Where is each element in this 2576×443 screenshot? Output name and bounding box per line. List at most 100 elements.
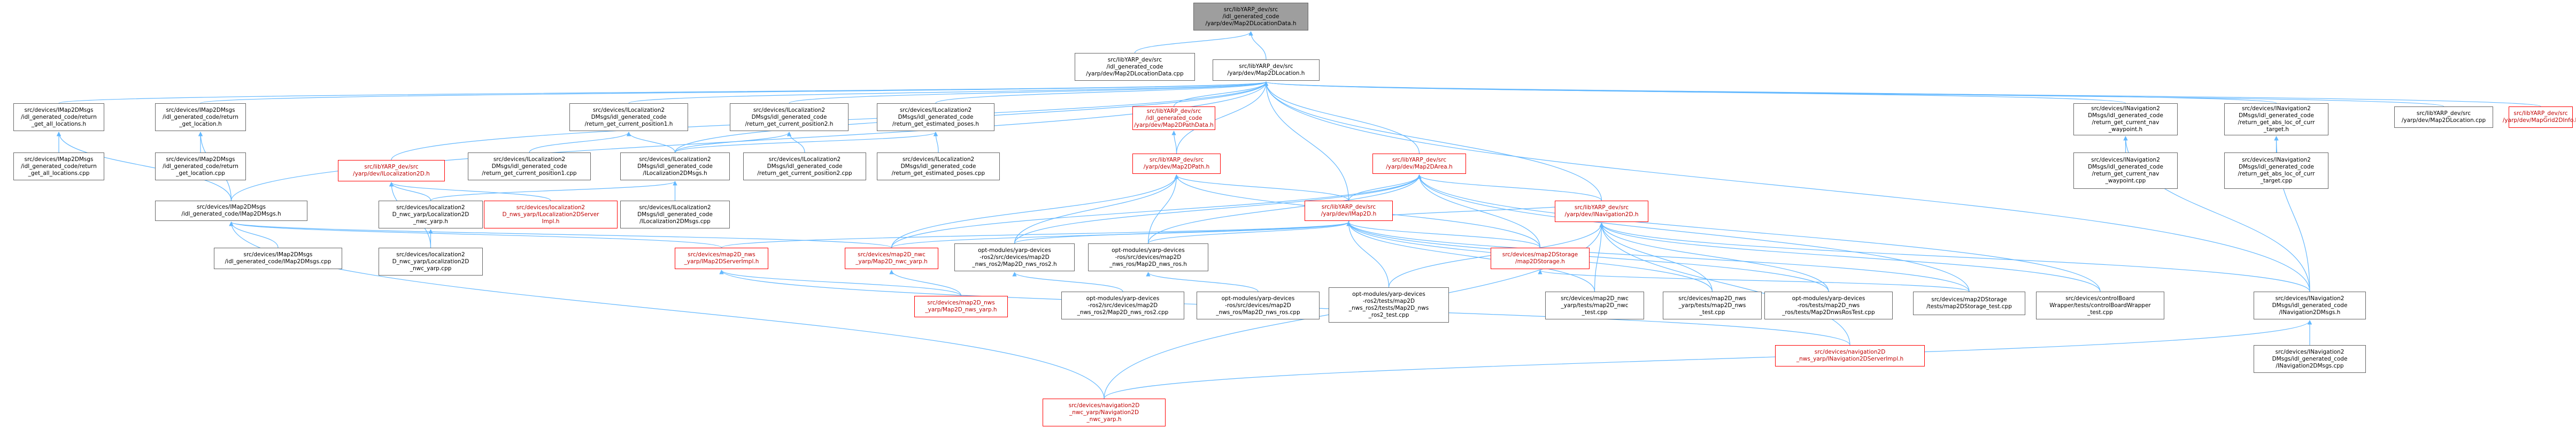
node-label-line: DMsgs/idl_generated_code [2239, 112, 2314, 119]
node-label-line: src/devices/IMap2DMsgs [166, 106, 235, 113]
node-label-line: /return_get_current_nav [2092, 119, 2159, 126]
node-label-line: src/devices/IMap2DMsgs [196, 204, 266, 210]
node-map2dpathdata-h[interactable]: src/libYARP_dev/src/idl_generated_code/y… [1132, 106, 1215, 130]
edge-map2d-nws-yarp-h-to-map2d-nwc-yarp-h [889, 270, 962, 296]
node-label-line: /yarp/dev/Map2DLocationData.h [1205, 20, 1297, 27]
node-label-line: src/devices/localization2 [396, 251, 465, 258]
node-label-line: /tests/map2DStorage_test.cpp [1926, 303, 2012, 310]
node-label-line: /return_get_estimated_poses.cpp [891, 170, 985, 177]
node-map2dstorage-test[interactable]: src/devices/map2DStorage/tests/map2DStor… [1913, 292, 2025, 315]
node-ros2-map2d-nws-ros2-h[interactable]: opt-modules/yarp-devices-ros2/src/device… [954, 243, 1075, 271]
node-label-line: src/devices/map2D_nwc [1561, 295, 1629, 302]
node-label-line: D_nws_yarp/ILocalization2DServer [502, 211, 599, 218]
edge-inavigation2d-h-to-map2darea-h [1417, 174, 1602, 201]
node-map2d-h[interactable]: src/libYARP_dev/src/yarp/dev/IMap2D.h [1305, 201, 1393, 221]
node-nav2d-server-impl[interactable]: src/devices/navigation2D_nws_yarp/INavig… [1775, 345, 1925, 366]
edge-map2dstorage-test-to-map2darea-h [1417, 174, 1970, 292]
node-label-line: src/devices/map2D_nws [1678, 295, 1746, 302]
node-label-line: DMsgs/idl_generated_code [2272, 355, 2348, 362]
edge-ros2-tests-map2d-to-map2d-h [1346, 222, 1390, 288]
edge-inav2dmsgs-h-to-inavigation2d-h [1599, 223, 2310, 292]
node-label-line: /idl_generated_code/IMap2DMsgs.h [181, 211, 281, 217]
edge-nav-cur-wp-h-to-map2dlocation-h [1264, 81, 2126, 104]
node-label-line: _nws_ros/Map2D_nws_ros.h [1109, 261, 1187, 268]
node-label-line: _nws_ros2/Map2D_nws_ros2.cpp [1077, 309, 1169, 316]
node-mapgrid2dinfo-h[interactable]: src/libYARP_dev/src/yarp/dev/MapGrid2DIn… [2503, 106, 2576, 128]
node-ret-get-loc-h[interactable]: src/devices/IMap2DMsgs/idl_generated_cod… [155, 103, 246, 131]
node-nav2d-nwc-yarp-h[interactable]: src/devices/navigation2D_nwc_yarp/Naviga… [1043, 399, 1166, 426]
node-label-line: src/devices/INavigation2 [2242, 157, 2311, 163]
node-label-line: /yarp/dev/Map2DLocation.cpp [2401, 117, 2486, 124]
node-map2d-nws-test[interactable]: src/devices/map2D_nws_yarp/tests/map2D_n… [1663, 292, 1762, 319]
node-ros2-tests-map2d[interactable]: opt-modules/yarp-devices-ros2/tests/map2… [1329, 287, 1449, 323]
node-ros-map2d-nws-ros-h[interactable]: opt-modules/yarp-devices-ros/src/devices… [1088, 243, 1208, 271]
node-label-line: opt-modules/yarp-devices [1352, 291, 1425, 297]
node-inavigation2d-h[interactable]: src/libYARP_dev/src/yarp/dev/INavigation… [1555, 201, 1648, 222]
edge-ros2-map2d-nws-ros2-h-to-map2d-h [1014, 222, 1351, 244]
node-label-line: src/devices/IMap2DMsgs [24, 156, 94, 163]
node-map2dstorage-h[interactable]: src/devices/map2DStorage/map2DStorage.h [1491, 248, 1590, 269]
node-root[interactable]: src/libYARP_dev/src/idl_generated_code/y… [1193, 3, 1308, 30]
edge-ret-est-poses-cpp-to-ret-est-poses-h [933, 132, 939, 153]
edge-imap2dmsgs-h-to-ret-get-all-loc-h [56, 132, 232, 201]
node-label-line: /yarp/dev/Map2DArea.h [1386, 164, 1453, 170]
node-label-line: src/devices/ILocalization2 [493, 156, 566, 163]
node-label-line: src/devices/navigation2D [1814, 349, 1886, 355]
node-map2dpath-h[interactable]: src/libYARP_dev/src/yarp/dev/Map2DPath.h [1132, 154, 1221, 174]
node-map2d-nws-yarp-h[interactable]: src/devices/map2D_nws_yarp/Map2D_nws_yar… [914, 296, 1008, 317]
edge-controlboard-test-to-inavigation2d-h [1599, 223, 2101, 292]
node-imap2dmsgs-h[interactable]: src/devices/IMap2DMsgs/idl_generated_cod… [155, 201, 307, 221]
node-label-line: D_nwc_yarp/Localization2D [392, 258, 469, 265]
node-label-line: _target.h [2263, 126, 2289, 133]
edge-imap2dmsgs-h-to-map2dlocation-h [230, 81, 1269, 201]
node-label-line: src/devices/localization2 [396, 204, 465, 211]
node-ros-tests-map2d[interactable]: opt-modules/yarp-devices-ros/tests/map2D… [1764, 292, 1893, 319]
node-label-line: src/devices/map2DStorage [1502, 251, 1578, 258]
node-ros-map2d-nws-ros-cpp[interactable]: opt-modules/yarp-devices-ros/src/devices… [1197, 292, 1320, 319]
edge-map2d-h-to-map2dlocation-h [1263, 81, 1349, 201]
node-map2dlocation-cpp[interactable]: src/libYARP_dev/src/yarp/dev/Map2DLocati… [2394, 106, 2493, 128]
edge-map2dstorage-test-to-map2d-h [1346, 222, 1970, 292]
node-ilocalization2d-h[interactable]: src/libYARP_dev/src/yarp/dev/ILocalizati… [338, 160, 445, 181]
node-label-line: src/devices/map2D_nws [688, 251, 755, 258]
node-ret-get-loc-cpp[interactable]: src/devices/IMap2DMsgs/idl_generated_cod… [155, 152, 246, 180]
node-ros2-map2d-nws-ros2-cpp[interactable]: opt-modules/yarp-devices-ros2/src/device… [1061, 292, 1184, 319]
node-label-line: DMsgs/idl_generated_code [2088, 112, 2163, 119]
edge-map2dlocation-h-to-root [1248, 31, 1267, 60]
edge-iloc2dmsgs-h-to-ret-est-poses-h [674, 132, 938, 153]
node-imap2dmsgs-cpp[interactable]: src/devices/IMap2DMsgs/idl_generated_cod… [214, 248, 342, 269]
node-ret-get-all-loc-h[interactable]: src/devices/IMap2DMsgs/idl_generated_cod… [13, 103, 104, 131]
node-ret-get-all-loc-cpp[interactable]: src/devices/IMap2DMsgs/idl_generated_cod… [13, 152, 104, 180]
edge-ret-get-loc-h-to-map2dlocation-h [200, 81, 1268, 104]
node-label-line: _target.cpp [2260, 178, 2293, 184]
node-map2d-nws-server-impl[interactable]: src/devices/map2D_nws_yarp/IMap2DServerI… [675, 248, 768, 269]
node-label-line: _nws_ros2/Map2D_nws_ros2.h [972, 261, 1057, 268]
node-locdata-cpp[interactable]: src/libYARP_dev/src/idl_generated_code/y… [1075, 53, 1195, 81]
node-label-line: /ILocalization2DMsgs.cpp [639, 218, 711, 225]
node-map2d-nwc-test[interactable]: src/devices/map2D_nwc_yarp/tests/map2D_n… [1545, 292, 1644, 319]
node-label-line: /idl_generated_code [1145, 114, 1202, 121]
edge-map2d-h-to-map2darea-h [1348, 174, 1422, 201]
node-map2dlocation-h[interactable]: src/libYARP_dev/src/yarp/dev/Map2DLocati… [1213, 59, 1320, 81]
edge-ros-map2d-nws-ros-h-to-map2darea-h [1147, 174, 1422, 244]
node-map2darea-h[interactable]: src/libYARP_dev/src/yarp/dev/Map2DArea.h [1372, 154, 1466, 174]
node-map2d-nwc-yarp-h[interactable]: src/devices/map2D_nwc_yarp/Map2D_nwc_yar… [845, 248, 938, 269]
